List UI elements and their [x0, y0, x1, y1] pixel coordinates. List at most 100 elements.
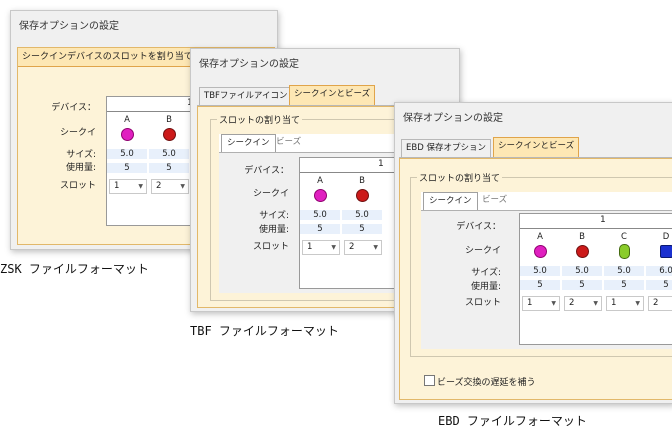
device-label: デバイス： [456, 222, 501, 232]
sequin-color-icon [576, 245, 589, 258]
ebd-caption: EBD ファイルフォーマット [438, 414, 587, 428]
size-value: 5.0 [149, 149, 189, 159]
checkbox-box[interactable] [424, 375, 435, 386]
subtabs: シークイン ビーズ [421, 192, 672, 211]
slot-assignment-group: スロットの割り当て シークイン ビーズ デバイス： シークイ サイズ: 使用量:… [410, 171, 672, 357]
size-label: サイズ: [66, 150, 96, 160]
column-letter: D [662, 232, 670, 242]
slot-dropdown-c[interactable]: 1▼ [606, 296, 644, 311]
slot-dropdown-a[interactable]: 1▼ [302, 240, 340, 255]
slot-dropdown-b[interactable]: 2▼ [151, 179, 189, 194]
usage-label: 使用量: [65, 163, 96, 173]
size-value: 5.0 [300, 210, 340, 220]
slot-label: スロット [464, 298, 501, 308]
zsk-content-panel: シークインデバイスのスロットを割り当て デバイス： シークイ サイズ: 使用量:… [17, 47, 277, 245]
bead-color-icon [660, 245, 672, 258]
usage-value: 5 [107, 163, 147, 173]
subtab-beads[interactable]: ビーズ [276, 137, 302, 147]
chevron-down-icon: ▼ [635, 300, 640, 307]
device-header: 1 [520, 214, 672, 229]
slot-label: スロット [59, 181, 96, 191]
tab-tbf-icon[interactable]: TBFファイルアイコン [199, 87, 293, 105]
usage-value: 5 [520, 280, 560, 290]
subtab-sequin[interactable]: シークイン [221, 134, 276, 152]
group-label: スロットの割り当て [217, 113, 303, 126]
size-value: 5.0 [604, 266, 644, 276]
slot-dropdown-a[interactable]: 1▼ [109, 179, 147, 194]
tab-sequin-beads[interactable]: シークインとビーズ [289, 85, 376, 105]
tbf-caption: TBF ファイルフォーマット [190, 324, 339, 338]
column-letter: C [621, 232, 627, 242]
sequin-label: シークイ [464, 246, 501, 256]
sequin-label: シークイ [252, 189, 289, 199]
sequin-color-icon [356, 189, 369, 202]
usage-value: 5 [342, 224, 382, 234]
sequin-color-icon [163, 128, 176, 141]
column-b: B 5.0 5 2▼ [342, 172, 382, 282]
slot-dropdown-a[interactable]: 1▼ [522, 296, 560, 311]
chevron-down-icon: ▼ [593, 300, 598, 307]
window-title: 保存オプションの設定 [199, 59, 299, 70]
column-letter: B [579, 232, 585, 242]
sequin-color-icon [534, 245, 547, 258]
device-number: 1 [600, 215, 606, 225]
usage-value: 5 [646, 280, 672, 290]
tbf-tabstrip: TBFファイルアイコン シークインとビーズ [197, 85, 459, 106]
checkbox-label: ビーズ交換の遅延を補う [437, 378, 536, 388]
usage-label: 使用量: [470, 282, 501, 292]
slot-label: スロット [252, 242, 289, 252]
column-letter: B [166, 115, 172, 125]
column-b: B 5.0 5 2▼ [149, 111, 189, 221]
column-b: B 5.0 5 2▼ [562, 228, 602, 338]
size-value: 6.0 [646, 266, 672, 276]
chevron-down-icon: ▼ [180, 183, 185, 190]
tab-ebd-options[interactable]: EBD 保存オプション [401, 139, 491, 157]
sequin-color-icon [121, 128, 134, 141]
ebd-tabstrip: EBD 保存オプション シークインとビーズ [399, 137, 672, 158]
usage-value: 5 [149, 163, 189, 173]
size-value: 5.0 [520, 266, 560, 276]
window-title: 保存オプションの設定 [19, 21, 119, 32]
size-label: サイズ: [471, 268, 501, 278]
column-a: A 5.0 5 1▼ [300, 172, 340, 282]
usage-label: 使用量: [258, 225, 289, 235]
bead-delay-checkbox[interactable]: ビーズ交換の遅延を補う [424, 375, 536, 388]
zsk-caption: ZSK ファイルフォーマット [0, 262, 149, 276]
device-number: 1 [187, 97, 193, 110]
column-letter: B [359, 176, 365, 186]
size-value: 5.0 [342, 210, 382, 220]
column-letter: A [537, 232, 543, 242]
column-a: A 5.0 5 1▼ [520, 228, 560, 338]
chevron-down-icon: ▼ [138, 183, 143, 190]
subtab-sequin[interactable]: シークイン [423, 192, 478, 210]
bead-color-icon [619, 244, 630, 259]
slot-dropdown-d[interactable]: 2▼ [648, 296, 672, 311]
column-letter: A [317, 176, 323, 186]
slot-dropdown-b[interactable]: 2▼ [564, 296, 602, 311]
column-letter: A [124, 115, 130, 125]
column-a: A 5.0 5 1▼ [107, 111, 147, 221]
device-number: 1 [378, 159, 384, 169]
slot-dropdown-b[interactable]: 2▼ [344, 240, 382, 255]
size-value: 5.0 [107, 149, 147, 159]
ebd-inner-panel: デバイス： シークイ サイズ: 使用量: スロット 1 A 5.0 5 1▼ [421, 211, 672, 349]
chevron-down-icon: ▼ [331, 244, 336, 251]
sequin-label: シークイ [59, 128, 96, 138]
tab-sequin-beads[interactable]: シークインとビーズ [493, 137, 580, 157]
chevron-down-icon: ▼ [551, 300, 556, 307]
device-label: デバイス： [51, 103, 96, 113]
column-c: C 5.0 5 1▼ [604, 228, 644, 338]
ebd-dialog: 保存オプションの設定 EBD 保存オプション シークインとビーズ スロットの割り… [394, 102, 672, 404]
subtab-beads[interactable]: ビーズ [482, 195, 508, 205]
ebd-content-panel: スロットの割り当て シークイン ビーズ デバイス： シークイ サイズ: 使用量:… [399, 158, 672, 400]
slot-table: 1 A 5.0 5 1▼ B 5.0 [519, 213, 672, 345]
device-label: デバイス： [244, 166, 289, 176]
usage-value: 5 [562, 280, 602, 290]
sequin-color-icon [314, 189, 327, 202]
size-label: サイズ: [259, 211, 289, 221]
usage-value: 5 [300, 224, 340, 234]
chevron-down-icon: ▼ [373, 244, 378, 251]
window-title: 保存オプションの設定 [403, 113, 503, 124]
usage-value: 5 [604, 280, 644, 290]
group-label: スロットの割り当て [417, 171, 503, 184]
